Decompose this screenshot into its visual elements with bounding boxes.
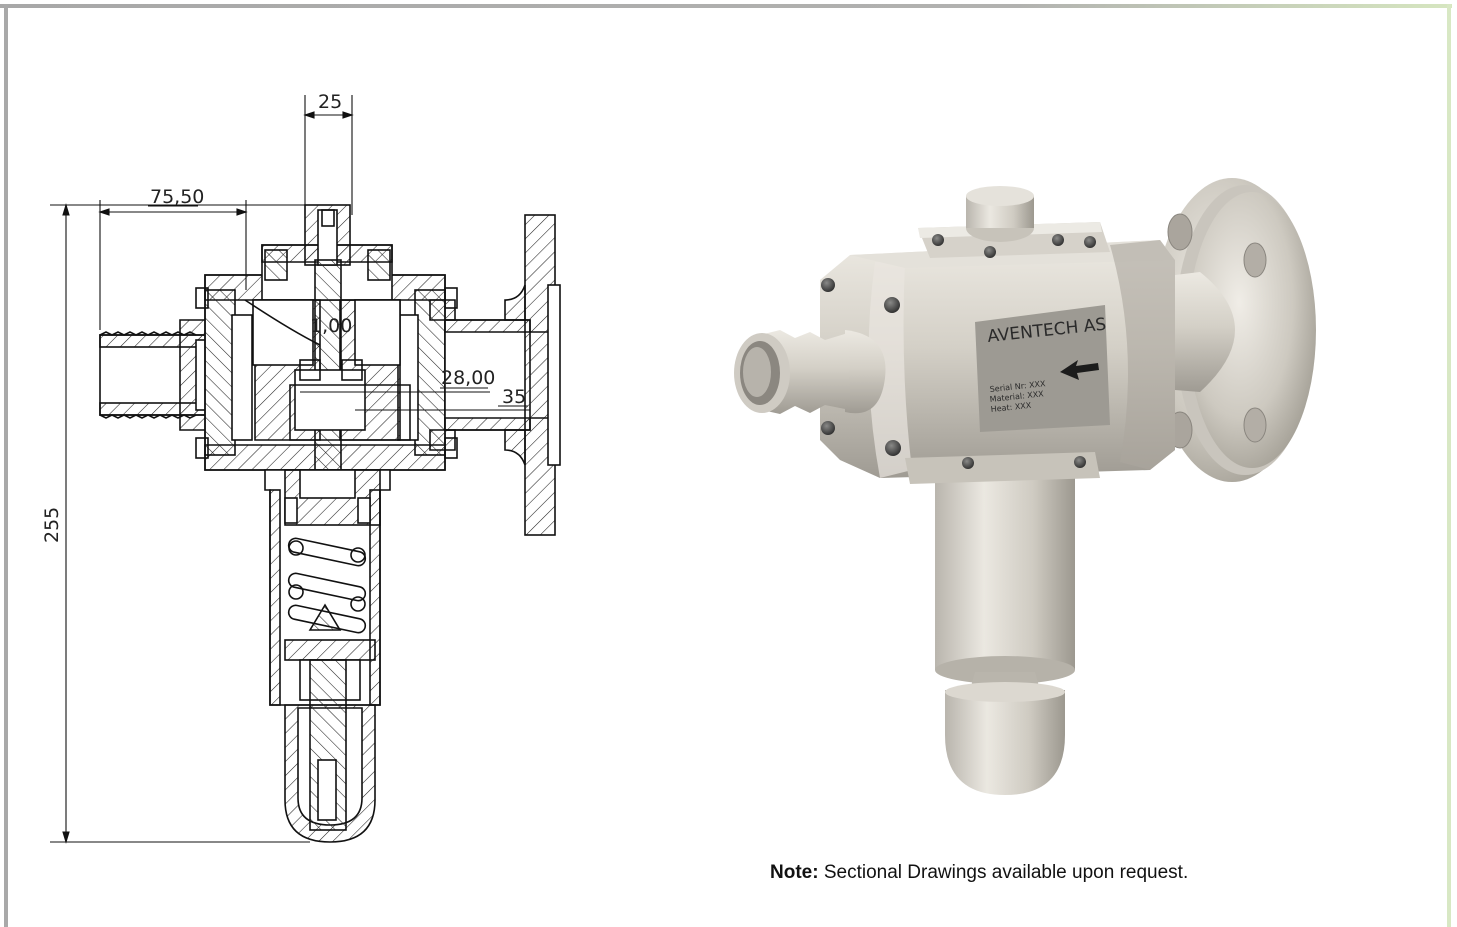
frame-right-border bbox=[1447, 4, 1451, 927]
frame-top-border bbox=[0, 4, 1452, 8]
render-bolts bbox=[821, 234, 1096, 469]
dim-total-height: 255 bbox=[41, 507, 63, 543]
dim-left-offset: 75,50 bbox=[150, 186, 204, 208]
outlet-flange bbox=[429, 214, 561, 536]
nameplate-heat: Heat: XXX bbox=[990, 401, 1032, 414]
flow-arrow-icon bbox=[1060, 360, 1099, 380]
dimension-labels: 25 75,50 255 1,00 28,00 35 bbox=[41, 91, 526, 543]
render-nameplate: AVENTECH AS Serial Nr: XXX Material: XXX… bbox=[975, 305, 1110, 432]
render-inlet-barb bbox=[734, 330, 886, 414]
frame-left-border bbox=[4, 4, 8, 927]
render-lower-cylinder bbox=[935, 460, 1075, 795]
spring-housing bbox=[264, 469, 391, 706]
bottom-cap bbox=[284, 659, 376, 843]
dim-inner-dia: 28,00 bbox=[441, 367, 495, 389]
piston bbox=[244, 259, 411, 491]
dim-orifice: 1,00 bbox=[310, 315, 352, 337]
footnote-text: Sectional Drawings available upon reques… bbox=[818, 862, 1189, 883]
valve-render: AVENTECH AS Serial Nr: XXX Material: XXX… bbox=[734, 178, 1316, 795]
footnote: Note: Sectional Drawings available upon … bbox=[770, 862, 1188, 884]
render-flange bbox=[1152, 178, 1316, 482]
footnote-label: Note: bbox=[770, 862, 819, 883]
sectional-drawing bbox=[50, 95, 561, 844]
dimension-lines bbox=[50, 95, 530, 844]
dim-top-width: 25 bbox=[318, 91, 342, 113]
dim-outlet: 35 bbox=[502, 386, 526, 408]
